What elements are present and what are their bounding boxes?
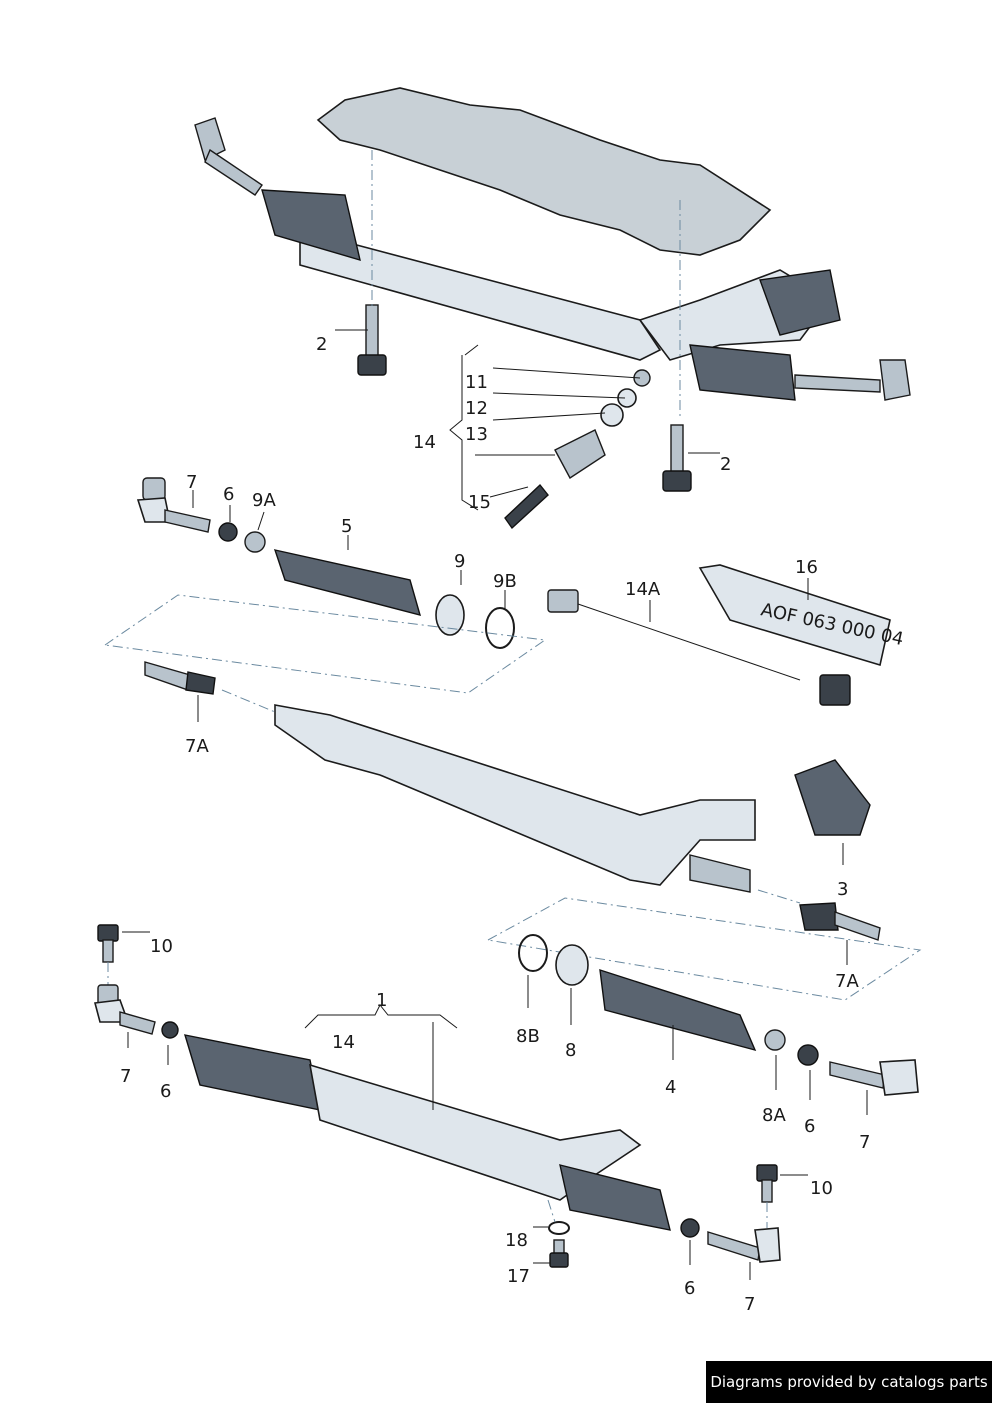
callout-9A: 9A	[252, 490, 276, 511]
callout-14A: 14A	[625, 579, 661, 600]
callout-2-right: 2	[720, 454, 731, 475]
callout-16: 16	[795, 557, 818, 578]
clamp-8	[555, 944, 589, 986]
screw-17	[549, 1239, 569, 1268]
credit-banner: Diagrams provided by catalogs parts	[706, 1361, 992, 1403]
callout-7A-left: 7A	[185, 736, 209, 757]
bolt-10-right	[756, 1164, 778, 1203]
callout-8A: 8A	[762, 1105, 786, 1126]
credit-text: Diagrams provided by catalogs parts	[710, 1373, 988, 1391]
rack-housing-middle	[274, 704, 756, 893]
callout-14-top: 14	[413, 432, 436, 453]
callout-9: 9	[454, 551, 465, 572]
grease-tube-16: AOF 063 000 04	[698, 564, 905, 667]
dust-cap-3	[794, 759, 871, 836]
callout-14-bottom: 14	[332, 1032, 355, 1053]
callout-6-bottom-right: 6	[684, 1278, 695, 1299]
top-rack-assembly	[194, 117, 911, 401]
tie-rod-end-7-right	[829, 1059, 919, 1096]
bolt-2-left	[357, 304, 387, 376]
callout-7-mid: 7	[186, 472, 197, 493]
nut-6-mid	[218, 522, 238, 542]
callout-5: 5	[341, 516, 352, 537]
tie-rod-end-7-mid	[136, 477, 211, 533]
callout-7-bottom-right: 7	[744, 1294, 755, 1315]
callout-11: 11	[465, 372, 488, 393]
boot-5	[273, 549, 422, 616]
callout-4: 4	[665, 1077, 676, 1098]
boot-4	[599, 968, 757, 1052]
callout-10-left: 10	[150, 936, 173, 957]
ring-9B	[485, 607, 515, 649]
callout-9B: 9B	[493, 571, 517, 592]
callout-12: 12	[465, 398, 488, 419]
callout-15: 15	[468, 492, 491, 513]
callout-2-left: 2	[316, 334, 327, 355]
sensor-cable-14A	[547, 589, 851, 706]
callout-6-bottom-left: 6	[160, 1081, 171, 1102]
callout-17: 17	[507, 1266, 530, 1287]
callout-6-mid: 6	[223, 484, 234, 505]
nut-6-bottom-left	[161, 1021, 179, 1039]
clamp-8A	[764, 1029, 786, 1051]
nut-6-bottom-right	[680, 1218, 700, 1238]
ring-8B	[518, 934, 548, 972]
washer-18	[548, 1221, 570, 1235]
heat-shield	[316, 87, 772, 256]
tie-rod-end-7-bottom-left	[93, 984, 156, 1035]
callout-13: 13	[465, 424, 488, 445]
clamp-9	[435, 594, 465, 636]
bolt-2-right	[662, 424, 692, 492]
callout-3: 3	[837, 879, 848, 900]
tie-rod-end-7-bottom-right	[707, 1227, 781, 1263]
callout-1: 1	[376, 990, 387, 1011]
callout-7-right: 7	[859, 1132, 870, 1153]
inner-tie-rod-7A-mid	[144, 661, 216, 695]
callout-18: 18	[505, 1230, 528, 1251]
clamp-9A	[244, 531, 266, 553]
rack-assembly-bottom	[183, 1034, 671, 1231]
callout-7A-right: 7A	[835, 971, 859, 992]
callout-6-right: 6	[804, 1116, 815, 1137]
callout-8B: 8B	[516, 1026, 540, 1047]
nut-6-right	[797, 1044, 819, 1066]
bolt-10-left	[97, 924, 119, 963]
callout-7-bottom-left: 7	[120, 1066, 131, 1087]
inner-tie-rod-7A-right	[799, 902, 881, 941]
valve-assembly-15	[504, 369, 651, 530]
callout-8: 8	[565, 1040, 576, 1061]
callout-10-right: 10	[810, 1178, 833, 1199]
